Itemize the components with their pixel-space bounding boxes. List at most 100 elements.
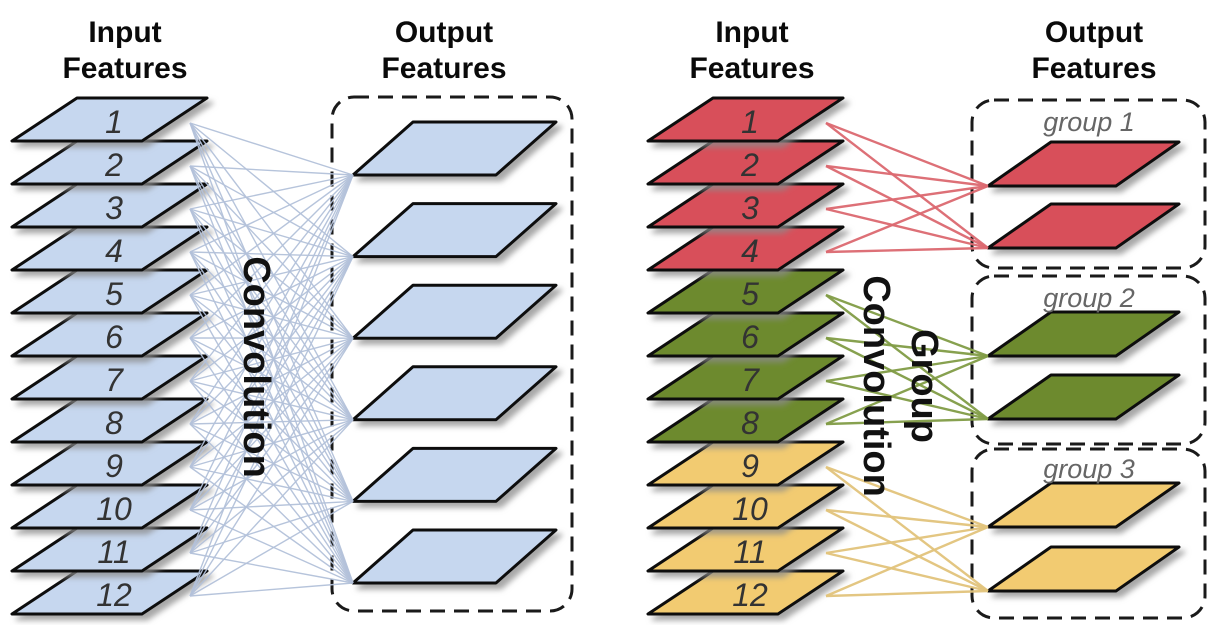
connection-line-left	[189, 251, 354, 584]
connection-line-left	[189, 380, 354, 421]
connection-line-left	[189, 256, 354, 425]
input-feature-left-number-11: 11	[97, 534, 130, 570]
input-feature-left-number-5: 5	[105, 276, 123, 312]
connection-line-group1	[825, 246, 989, 254]
connection-line-group3	[825, 551, 989, 593]
connection-line-group2	[825, 354, 989, 426]
input-feature-right-number-11: 11	[733, 534, 766, 570]
output-feature-left-3	[351, 283, 558, 340]
input-feature-left-1	[10, 96, 209, 143]
connection-line-group1	[825, 121, 989, 188]
connection-line-left	[189, 552, 354, 584]
input-feature-left-6	[10, 311, 209, 358]
input-feature-right-number-3: 3	[741, 190, 759, 226]
input-feature-right-1	[646, 96, 845, 143]
connection-line-left	[189, 174, 354, 511]
connection-line-group3	[825, 508, 989, 529]
input-feature-right-number-12: 12	[732, 577, 768, 613]
input-feature-right-number-5: 5	[741, 276, 759, 312]
group-convolution-label-line1: Group	[903, 329, 945, 443]
input-feature-right-9	[646, 440, 845, 487]
connection-line-group2	[825, 417, 989, 426]
input-feature-right-7	[646, 354, 845, 401]
left-input-title-line2: Features	[62, 52, 187, 85]
connection-line-group1	[825, 122, 989, 249]
input-feature-right-number-7: 7	[741, 362, 760, 398]
connection-line-left	[189, 294, 354, 421]
convolution-label: Convolution	[235, 256, 277, 478]
connection-line-left	[189, 165, 354, 258]
connection-line-left	[189, 122, 354, 584]
connection-line-left	[189, 256, 354, 511]
output-feature-group1-1	[986, 140, 1181, 188]
input-feature-left-11	[10, 526, 209, 573]
connection-line-left	[189, 174, 354, 253]
input-feature-right-8	[646, 397, 845, 444]
connection-line-left	[189, 251, 354, 258]
right-input-title-line2: Features	[689, 52, 814, 85]
output-feature-group2-2	[986, 373, 1181, 421]
connection-line-left	[189, 423, 354, 503]
connection-line-left	[189, 122, 354, 502]
connection-line-left	[189, 337, 354, 597]
connection-line-left	[189, 165, 354, 176]
input-feature-right-number-9: 9	[741, 448, 759, 484]
connection-line-group1	[825, 207, 989, 250]
input-feature-left-10	[10, 483, 209, 530]
input-feature-left-number-1: 1	[105, 104, 123, 140]
connection-line-left	[189, 174, 354, 597]
connection-line-left	[189, 165, 354, 502]
input-feature-left-number-9: 9	[105, 448, 123, 484]
connection-line-left	[189, 509, 354, 584]
connection-line-left	[189, 466, 354, 503]
connection-line-group2	[825, 336, 989, 421]
connection-line-left	[189, 122, 354, 176]
input-feature-left-2	[10, 139, 209, 186]
input-feature-left-9	[10, 440, 209, 487]
input-feature-left-number-2: 2	[104, 147, 123, 183]
input-feature-left-number-8: 8	[105, 405, 123, 441]
connection-line-left	[189, 208, 354, 584]
connection-line-left	[189, 337, 354, 554]
connection-line-left	[189, 174, 354, 554]
connection-line-left	[189, 165, 354, 584]
input-feature-left-number-7: 7	[105, 362, 124, 398]
connection-line-group3	[825, 466, 989, 592]
connection-line-left	[189, 419, 354, 511]
connection-line-left	[189, 294, 354, 502]
connection-line-left	[189, 256, 354, 554]
connection-line-left	[189, 466, 354, 584]
connection-line-left	[189, 419, 354, 468]
output-feature-group1-2	[986, 202, 1181, 250]
connection-line-group1	[825, 164, 989, 188]
connection-line-left	[189, 337, 354, 468]
connection-line-left	[189, 165, 354, 339]
connection-line-left	[189, 174, 354, 296]
connection-line-left	[189, 294, 354, 339]
input-feature-left-number-3: 3	[105, 190, 123, 226]
connection-line-group3	[825, 465, 989, 529]
connection-line-left	[189, 165, 354, 421]
output-feature-left-6	[351, 528, 558, 585]
connection-line-left	[189, 256, 354, 382]
connection-line-left	[189, 122, 354, 339]
group-convolution-label-line2: Convolution	[855, 275, 897, 497]
connection-line-left	[189, 122, 354, 258]
input-feature-left-number-6: 6	[105, 319, 123, 355]
input-feature-right-number-10: 10	[732, 491, 768, 527]
connection-line-left	[189, 337, 354, 502]
left-output-title-line2: Features	[381, 52, 506, 85]
connection-line-left	[189, 208, 354, 421]
output-feature-left-1	[351, 120, 558, 177]
output-feature-left-2	[351, 202, 558, 259]
connection-line-group3	[825, 525, 989, 555]
input-feature-right-number-1: 1	[741, 104, 759, 140]
connection-line-left	[189, 337, 354, 584]
connection-line-left	[189, 380, 354, 502]
